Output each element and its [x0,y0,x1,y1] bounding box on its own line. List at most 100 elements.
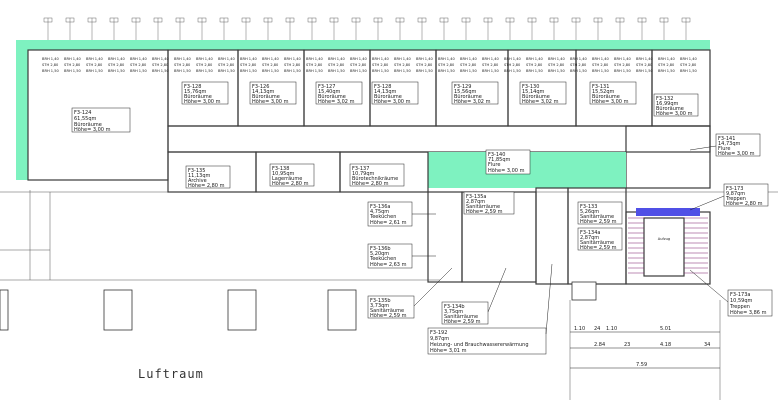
svg-text:STH 2,80: STH 2,80 [614,63,631,67]
svg-text:3,73qm: 3,73qm [370,303,389,309]
svg-text:STH 2,80: STH 2,80 [328,63,345,67]
svg-text:BRH 1,40: BRH 1,40 [328,57,346,61]
svg-text:BRH 1,40: BRH 1,40 [174,57,192,61]
svg-text:BRH 1,40: BRH 1,40 [526,57,544,61]
svg-text:Höhe= 3,02 m: Höhe= 3,02 m [454,99,491,105]
svg-text:10,79qm: 10,79qm [352,171,374,177]
svg-text:Höhe= 2,80 m: Höhe= 2,80 m [726,201,763,207]
svg-text:BRH 1,50: BRH 1,50 [416,69,434,73]
svg-text:STH 2,80: STH 2,80 [394,63,411,67]
svg-text:F3-135b: F3-135b [370,298,391,304]
corridor-f3-141 [625,125,711,189]
svg-text:14,13qm: 14,13qm [252,89,274,95]
svg-text:F3-130: F3-130 [522,84,539,90]
svg-text:10,95qm: 10,95qm [272,171,294,177]
svg-text:F3-173a: F3-173a [730,292,750,298]
label-f3-124: F3-124 61,55qm Büroräume Höhe= 3,00 m [71,107,131,133]
svg-text:BRH 1,50: BRH 1,50 [570,69,588,73]
svg-text:STH 2,80: STH 2,80 [548,63,565,67]
svg-text:STH 2,80: STH 2,80 [482,63,499,67]
svg-text:Büroräume: Büroräume [374,94,402,100]
label-f3-135: F3-135 11,13qm Archive Höhe= 2,80 m [185,165,231,189]
svg-text:BRH 1,40: BRH 1,40 [394,57,412,61]
svg-text:BRH 1,50: BRH 1,50 [350,69,368,73]
svg-text:Höhe= 2,59 m: Höhe= 2,59 m [580,219,617,225]
svg-text:11,13qm: 11,13qm [188,173,210,179]
svg-text:BRH 1,40: BRH 1,40 [306,57,324,61]
svg-text:STH 2,80: STH 2,80 [42,63,59,67]
svg-text:Höhe= 3,00 m: Höhe= 3,00 m [718,151,755,157]
svg-text:BRH 1,50: BRH 1,50 [460,69,478,73]
label-f3-137: F3-137 10,79qm Bürotechnikräume Höhe= 2,… [349,163,405,187]
svg-text:Büroräume: Büroräume [184,94,212,100]
svg-text:Höhe= 2,80 m: Höhe= 2,80 m [352,181,389,187]
svg-text:BRH 1,40: BRH 1,40 [592,57,610,61]
svg-text:Büroräume: Büroräume [454,94,482,100]
label-f3-136b: F3-136b 5,20qm Teeküchen Höhe= 2,63 m [367,243,413,269]
svg-text:Büroräume: Büroräume [522,94,550,100]
label-f3-134a: F3-134a 2,87qm Sanitärräume Höhe= 2,59 m [577,227,623,251]
svg-text:BRH 1,50: BRH 1,50 [548,69,566,73]
label-f3-135a: F3-135a 2,87qm Sanitärräume Höhe= 2,59 m [463,191,515,215]
svg-text:STH 2,80: STH 2,80 [680,63,697,67]
svg-text:STH 2,80: STH 2,80 [218,63,235,67]
label-f3-140: F3-140 71,85qm Flure Höhe= 3,00 m [485,149,531,175]
svg-text:Höhe= 2,80 m: Höhe= 2,80 m [188,183,225,189]
svg-text:Höhe= 3,00 m: Höhe= 3,00 m [656,111,693,117]
label-f3-134b: F3-134b 3,75qm Sanitärräume Höhe= 2,59 m [441,301,489,325]
label-f3-135b: F3-135b 3,73qm Sanitärräume Höhe= 2,59 m [367,295,415,319]
svg-text:2.84: 2.84 [594,342,605,348]
svg-text:F3-135a: F3-135a [466,194,486,200]
svg-text:F3-173: F3-173 [726,186,743,192]
svg-text:F3-132: F3-132 [656,96,673,102]
svg-text:BRH 1,50: BRH 1,50 [504,69,522,73]
svg-text:Flure: Flure [488,162,500,168]
columns [0,281,597,331]
svg-text:STH 2,80: STH 2,80 [658,63,675,67]
svg-text:BRH 1,40: BRH 1,40 [636,57,654,61]
label-f3-126: F3-126 14,13qm Büroräume Höhe= 3,00 m [249,81,297,105]
svg-text:2,87qm: 2,87qm [580,235,599,241]
svg-text:Höhe= 3,02 m: Höhe= 3,02 m [522,99,559,105]
svg-text:Heizung- und Brauchwassererwär: Heizung- und Brauchwassererwärmung [430,342,529,348]
stair-landing [636,208,700,216]
svg-text:BRH 1,40: BRH 1,40 [372,57,390,61]
svg-text:14,73qm: 14,73qm [718,141,740,147]
corridor-f3-140 [167,125,711,153]
svg-text:BRH 1,40: BRH 1,40 [42,57,60,61]
svg-text:Büroräume: Büroräume [656,106,684,112]
svg-text:Büroräume: Büroräume [74,122,102,128]
svg-text:BRH 1,40: BRH 1,40 [680,57,698,61]
svg-text:STH 2,80: STH 2,80 [504,63,521,67]
svg-text:34: 34 [704,342,710,348]
svg-text:15,52qm: 15,52qm [592,89,614,95]
room-f3-192 [535,187,569,285]
svg-text:BRH 1,50: BRH 1,50 [526,69,544,73]
svg-text:71,85qm: 71,85qm [488,157,510,163]
svg-text:Höhe= 2,59 m: Höhe= 2,59 m [580,245,617,251]
svg-text:BRH 1,40: BRH 1,40 [416,57,434,61]
svg-text:F3-128: F3-128 [374,84,391,90]
svg-text:F3-128: F3-128 [184,84,201,90]
svg-text:24: 24 [594,326,600,332]
svg-text:F3-137: F3-137 [352,166,369,172]
svg-text:STH 2,80: STH 2,80 [262,63,279,67]
svg-text:BRH 1,50: BRH 1,50 [196,69,214,73]
label-f3-127: F3-127 15,40qm Büroräume Höhe= 3,02 m [315,81,363,105]
svg-text:Höhe= 3,86 m: Höhe= 3,86 m [730,310,767,316]
svg-text:Höhe= 2,59 m: Höhe= 2,59 m [370,313,407,319]
svg-text:STH 2,80: STH 2,80 [240,63,257,67]
svg-text:Höhe= 2,59 m: Höhe= 2,59 m [444,319,481,325]
svg-text:F3-134a: F3-134a [580,230,600,236]
